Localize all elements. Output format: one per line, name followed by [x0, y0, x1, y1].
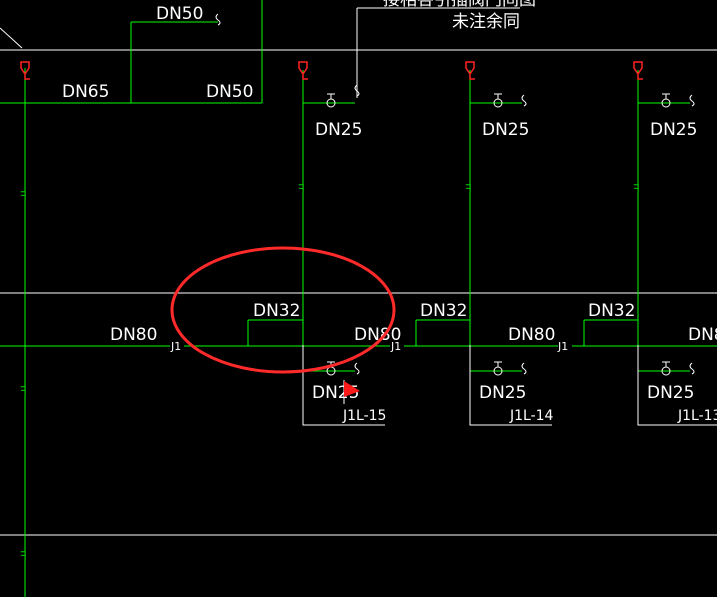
label-dn50-mid: DN50 — [206, 82, 253, 102]
label-dn32-3: DN32 — [588, 301, 635, 321]
break-marks: ꟻ ꟻ ꟻ ꟻ ꟻ ꟻ — [20, 182, 640, 563]
label-j1-2: J1 — [390, 340, 401, 353]
valve-icon — [298, 61, 308, 80]
label-dn80-3: DN80 — [508, 325, 555, 345]
diagonal-pipe-top-left — [0, 27, 23, 49]
label-dn25-upper-2: DN25 — [482, 120, 529, 140]
floor-lines — [0, 49, 717, 536]
riser-tag-3: J1L-13 — [677, 408, 717, 424]
label-dn50-top: DN50 — [156, 4, 203, 24]
note-line-1: 接相各引插阀门间图 — [383, 0, 536, 10]
break-mark-icon: ꟻ — [20, 384, 27, 398]
valve-icon — [633, 61, 643, 80]
label-dn65: DN65 — [62, 82, 109, 102]
label-dn80-1: DN80 — [110, 325, 157, 345]
pipe-size-labels: DN50 DN65 DN50 DN25 DN25 DN25 DN32 DN32 … — [62, 4, 717, 424]
label-dn25-lower-2: DN25 — [479, 383, 526, 403]
label-dn32-2: DN32 — [420, 301, 467, 321]
break-mark-icon: ꟻ — [20, 549, 27, 563]
gauge-symbols — [326, 93, 671, 376]
squiggle-4 — [354, 362, 360, 375]
break-mark-icon: ꟻ — [465, 182, 472, 196]
riser-tag-2: J1L-14 — [509, 408, 554, 424]
label-dn80-4: DN8 — [688, 325, 717, 345]
squiggle-5 — [521, 362, 527, 375]
squiggle-3 — [689, 94, 695, 107]
riser-tag-1: J1L-15 — [342, 408, 386, 424]
label-dn25-upper-3: DN25 — [650, 120, 697, 140]
squiggle-dn50 — [215, 13, 221, 26]
riser-tag-frame-3 — [637, 345, 717, 426]
label-j1-1: J1 — [170, 340, 181, 353]
riser-tag-frame-2 — [469, 345, 552, 426]
red-valves — [20, 61, 643, 80]
label-j1-3: J1 — [557, 340, 568, 353]
label-dn32-1: DN32 — [253, 301, 300, 321]
break-mark-icon: ꟻ — [633, 182, 640, 196]
flag-marker-icon[interactable] — [343, 380, 360, 404]
label-dn25-lower-3: DN25 — [647, 383, 694, 403]
break-mark-icon: ꟻ — [20, 189, 27, 203]
valve-icon — [465, 61, 475, 80]
leader-lines — [0, 7, 717, 426]
highlight-ellipse — [170, 246, 396, 374]
label-dn25-upper-1: DN25 — [315, 120, 362, 140]
note-line-2: 未注余同 — [452, 12, 520, 32]
squiggle-2 — [521, 94, 527, 107]
valve-icon — [20, 61, 30, 80]
squiggle-6 — [689, 362, 695, 375]
squiggle-1 — [354, 84, 360, 97]
break-mark-icon: ꟻ — [298, 182, 305, 196]
